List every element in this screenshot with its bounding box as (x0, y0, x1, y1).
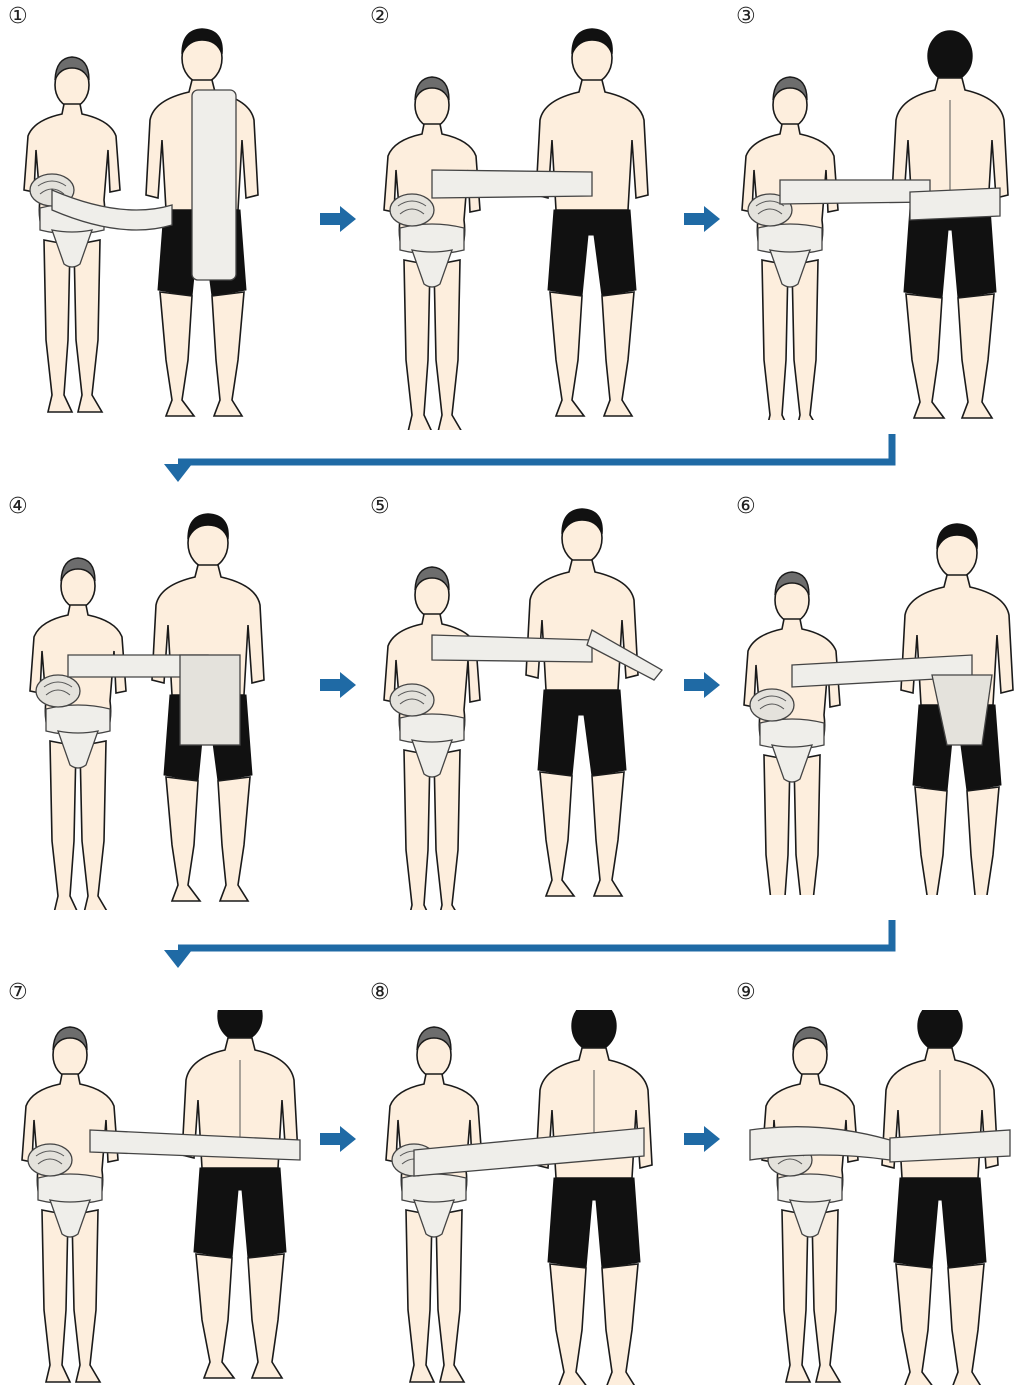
step-illustration-1 (12, 20, 312, 420)
step-illustration-9 (740, 1010, 1025, 1385)
step-number-8: ⑧ (370, 982, 390, 1004)
step-number-7: ⑦ (8, 982, 28, 1004)
right-arrow-icon (320, 672, 356, 698)
right-arrow-icon (684, 206, 720, 232)
right-arrow-icon (684, 1126, 720, 1152)
step-illustration-2 (372, 20, 672, 430)
step-illustration-6 (732, 515, 1027, 895)
right-arrow-icon (320, 206, 356, 232)
step-illustration-5 (372, 500, 677, 910)
step-illustration-8 (374, 1010, 674, 1385)
right-arrow-icon (320, 1126, 356, 1152)
elbow-down-arrow-icon (150, 434, 900, 484)
step-illustration-4 (8, 505, 313, 910)
right-arrow-icon (684, 672, 720, 698)
step-number-9: ⑨ (736, 982, 756, 1004)
elbow-down-arrow-icon (150, 920, 900, 970)
step-illustration-7 (10, 1010, 310, 1385)
step-illustration-3 (730, 20, 1025, 420)
